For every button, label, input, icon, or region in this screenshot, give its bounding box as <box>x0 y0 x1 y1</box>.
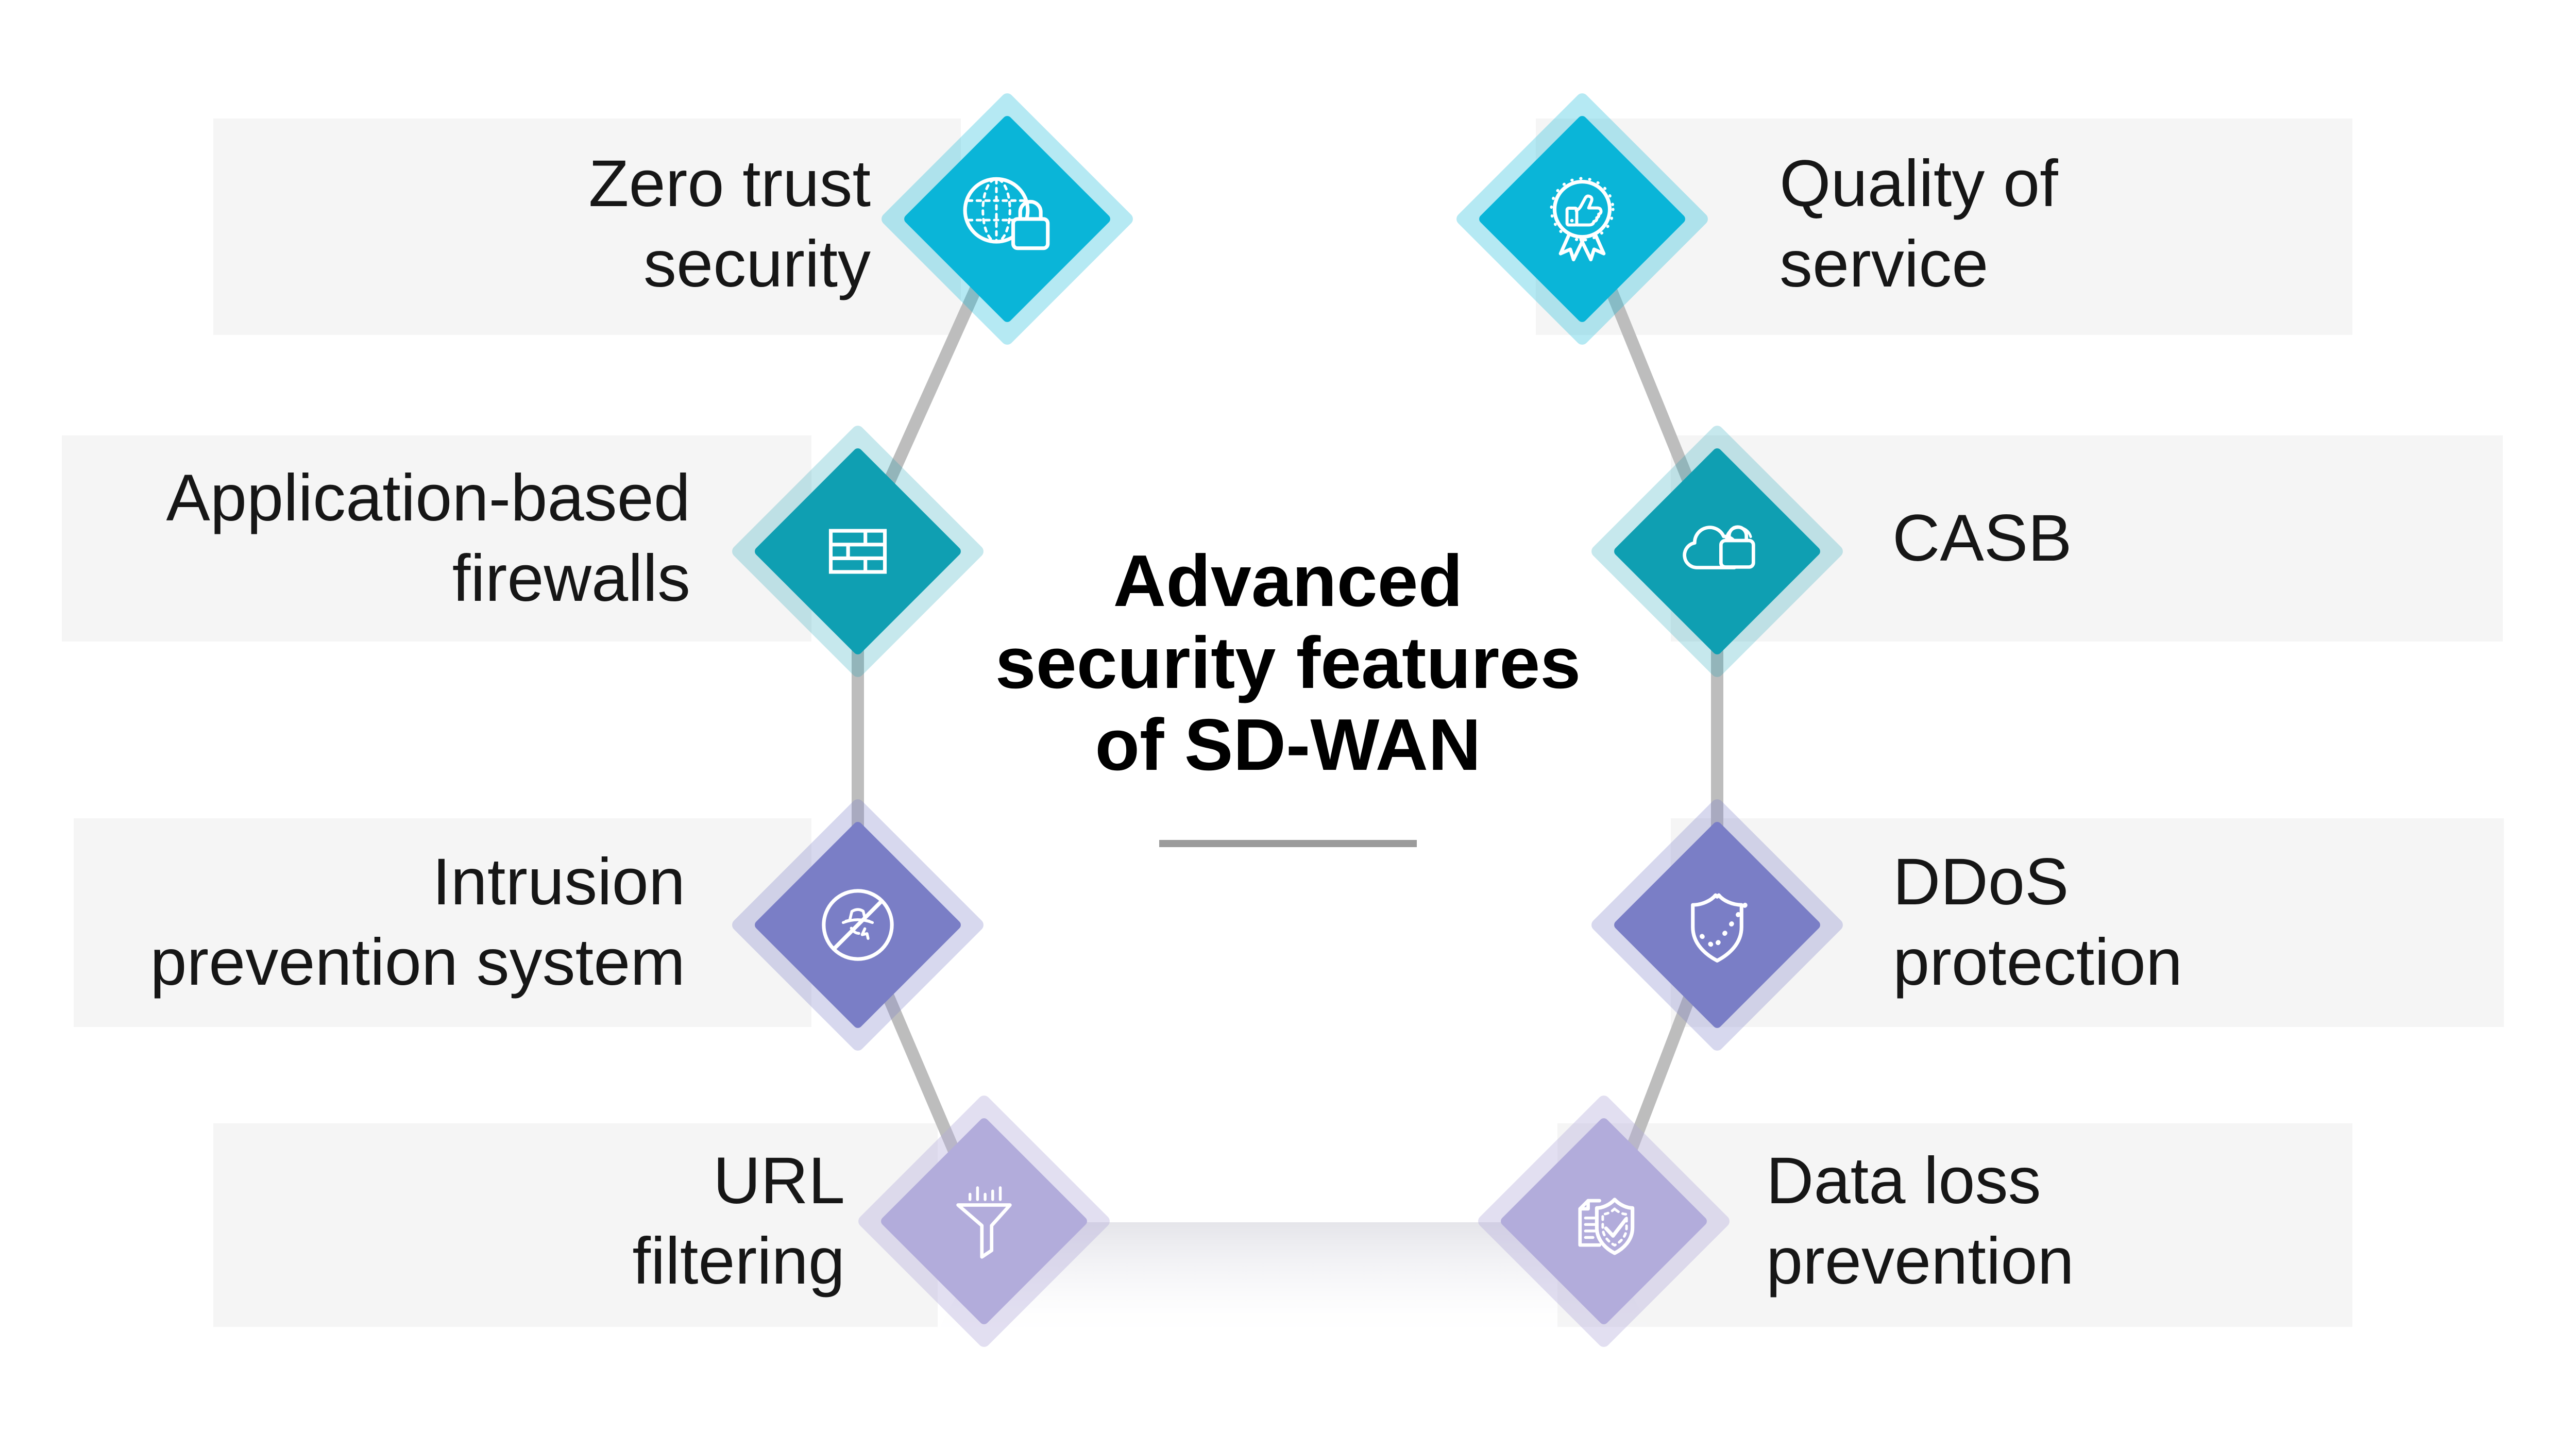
band-row4-left <box>213 1123 938 1327</box>
label-ddos-protection: DDoS protection <box>1893 845 2183 999</box>
label-zero-trust-security: Zero trust security <box>588 146 871 301</box>
document-shield-check-icon <box>1578 1198 1635 1255</box>
label-quality-of-service: Quality of service <box>1780 146 2058 301</box>
award-thumbs-up-icon <box>1550 177 1615 262</box>
band-row2-left <box>62 435 811 642</box>
label-casb: CASB <box>1892 501 2072 575</box>
band-row1-left <box>213 119 961 335</box>
bottom-shadow <box>933 1222 1656 1340</box>
connector-left <box>852 216 1013 1224</box>
label-url-filtering: URL filtering <box>632 1143 845 1298</box>
label-intrusion-prevention-system: Intrusion prevention system <box>150 845 685 999</box>
cloud-lock-icon <box>1683 525 1755 569</box>
label-application-based-firewalls: Application-based firewalls <box>166 461 690 615</box>
no-spy-icon <box>822 889 894 961</box>
globe-lock-icon <box>963 177 1050 250</box>
page-title: Advanced security features of SD-WAN <box>995 540 1581 786</box>
band-row3-left <box>74 818 811 1027</box>
label-data-loss-prevention: Data loss prevention <box>1766 1143 2074 1298</box>
funnel-icon <box>956 1186 1012 1259</box>
shield-check-icon <box>1691 893 1749 963</box>
brick-wall-icon <box>828 529 887 574</box>
title-divider <box>1159 840 1417 847</box>
connector-right <box>1576 216 1723 1224</box>
